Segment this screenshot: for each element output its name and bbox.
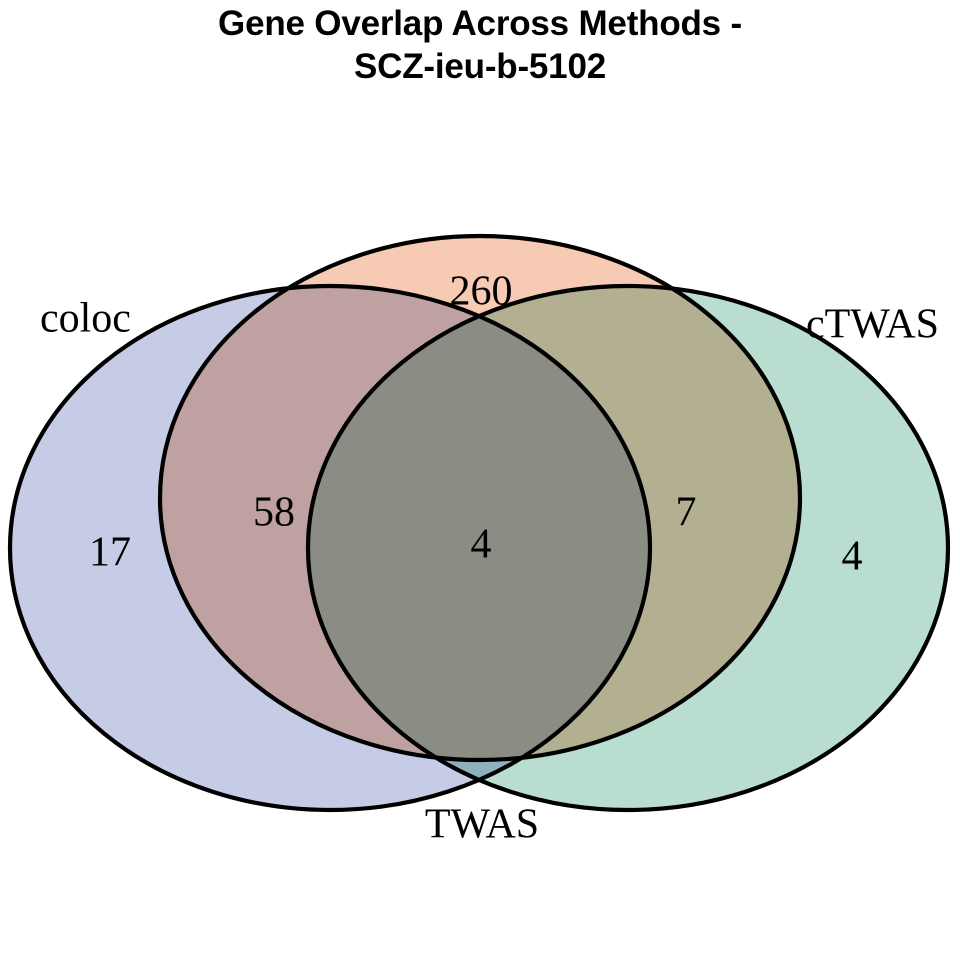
set-label-twas: TWAS	[425, 802, 539, 848]
set-label-coloc: coloc	[40, 296, 131, 342]
ctwas-ellipse-outline	[305, 283, 951, 813]
count-all-three: 4	[471, 522, 492, 568]
coloc-ellipse-outline	[7, 283, 653, 813]
venn-ellipse-outlines	[7, 233, 951, 813]
ctwas-ellipse-fill	[308, 286, 948, 810]
count-ctwas-only: 4	[842, 534, 863, 580]
page-title: Gene Overlap Across Methods - SCZ-ieu-b-…	[0, 2, 960, 88]
title-line-2: SCZ-ieu-b-5102	[354, 47, 606, 86]
title-line-1: Gene Overlap Across Methods -	[218, 4, 742, 43]
set-label-ctwas: cTWAS	[806, 302, 939, 348]
venn-ellipse-fills	[10, 236, 948, 810]
count-coloc-twas: 58	[253, 490, 295, 536]
twas-ellipse-outline	[157, 233, 803, 763]
count-twas-only: 260	[450, 269, 513, 315]
count-twas-ctwas: 7	[676, 490, 697, 536]
count-coloc-only: 17	[89, 530, 131, 576]
